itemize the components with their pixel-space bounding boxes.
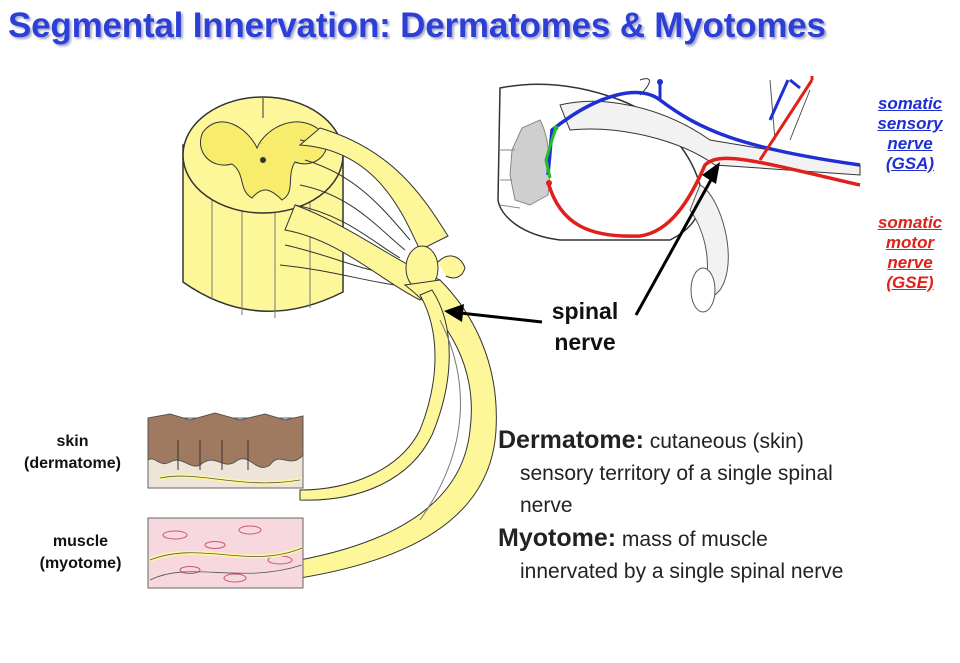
inset-cross-section (495, 76, 861, 320)
myotome-definition: Myotome: mass of muscle innervated by a … (498, 524, 844, 583)
muscle-label: muscle (myotome) (39, 533, 122, 572)
skin-label: skin (dermatome) (24, 433, 121, 472)
myotome-term: Myotome (498, 524, 608, 552)
dermatome-term: Dermatome (498, 426, 636, 454)
spinal-cord-segment (182, 96, 344, 318)
pointer-arrows (444, 162, 720, 324)
definitions: Dermatome: cutaneous (skin) sensory terr… (498, 424, 958, 588)
skin-block (147, 412, 304, 489)
sensory-nerve-label: somatic sensory nerve (GSA) (877, 94, 943, 173)
muscle-block (147, 517, 304, 589)
spinal-nerve-label: spinal nerve (551, 298, 619, 355)
page-title: Segmental Innervation: Dermatomes & Myot… (8, 6, 826, 45)
spinal-nerve-trunk (284, 127, 497, 579)
dermatome-definition: Dermatome: cutaneous (skin) sensory terr… (498, 426, 833, 517)
motor-nerve-label: somatic motor nerve (GSE) (877, 213, 943, 292)
